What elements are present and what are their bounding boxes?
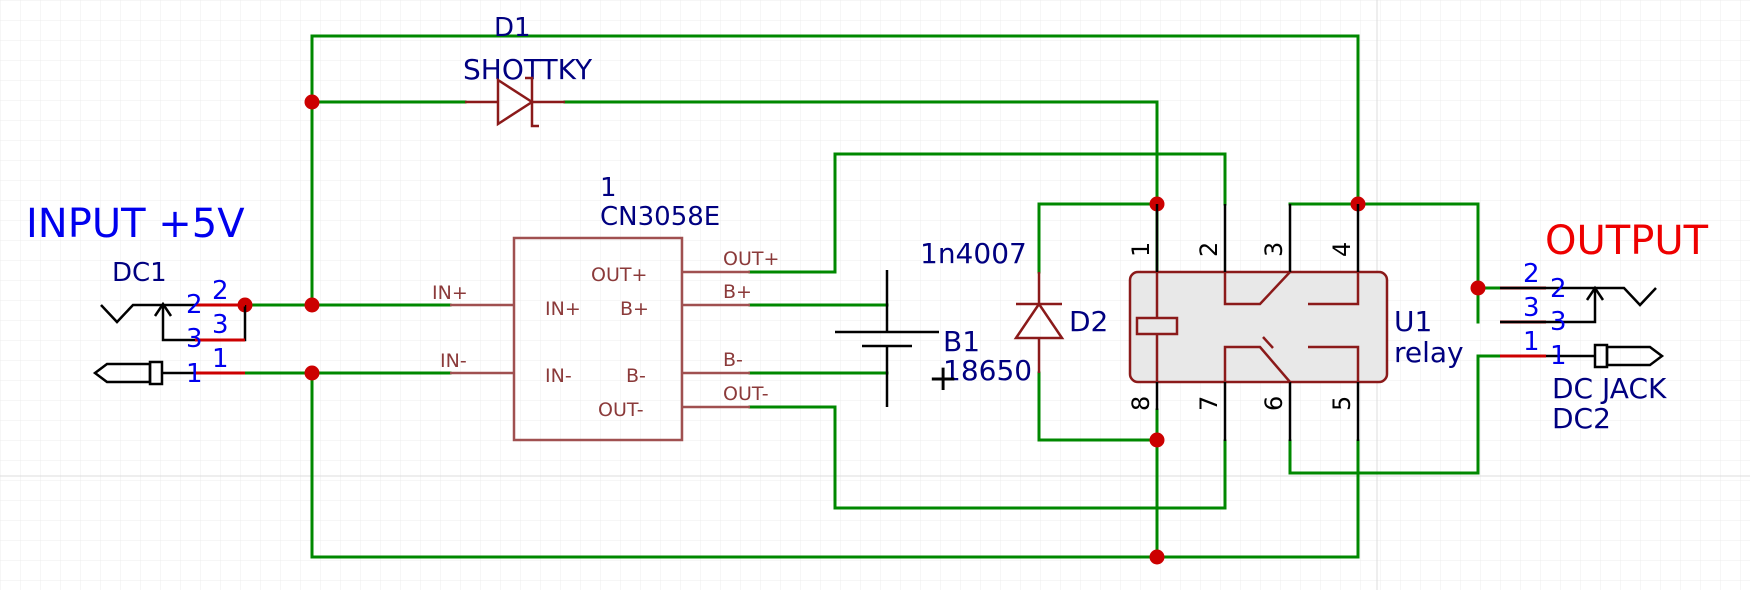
dc1-pin-2-number: 2: [186, 290, 203, 320]
charger-label-in-minus-outer: IN-: [440, 350, 467, 372]
dc2-name: DC JACK: [1552, 372, 1667, 405]
wire-out-minus[interactable]: [748, 405, 1227, 510]
relay-pin-number: 8: [1127, 396, 1155, 411]
relay-designator: U1: [1394, 305, 1432, 338]
dc2-arrow-head: [1585, 285, 1605, 301]
dc2-pin-3-number: 3: [1523, 293, 1540, 323]
d1-value: SHOTTKY: [463, 53, 593, 86]
charger-label-b-plus-inner: B+: [620, 298, 649, 320]
wire-bottom-loop[interactable]: [310, 371, 1360, 559]
dc1-pin-3-number: 3: [186, 324, 203, 354]
junction-dot[interactable]: [304, 365, 320, 381]
charger-label-out-plus-outer: OUT+: [723, 248, 779, 270]
relay-value: relay: [1394, 336, 1464, 369]
d2-designator: D2: [1069, 305, 1108, 338]
dc1-pin-3-number: 3: [212, 310, 229, 340]
cn3058e-charger-ic[interactable]: 1 CN3058E IN+ IN- IN+ IN- OUT+ B+ B- OUT…: [432, 173, 779, 442]
junctions: [237, 94, 1486, 565]
charger-body: [512, 236, 684, 442]
dc2-switch-contact: [1500, 288, 1597, 324]
input-label: INPUT +5V: [26, 201, 245, 247]
dc1-pin-1-number: 1: [186, 359, 203, 389]
junction-dot[interactable]: [304, 297, 320, 313]
wire-d2-bottom[interactable]: [1037, 371, 1159, 442]
wire-top-loop[interactable]: [310, 34, 1360, 307]
wire-relay-pin6-out[interactable]: [1288, 354, 1502, 475]
wire-d2-top[interactable]: [1037, 202, 1159, 274]
dc2-pin-1-number: 1: [1550, 341, 1567, 371]
dc2-pin-3-number: 3: [1550, 307, 1567, 337]
relay-body: [1128, 270, 1389, 384]
junction-dot[interactable]: [1149, 432, 1165, 448]
relay-pin-number: 7: [1195, 396, 1223, 411]
charger-label-in-plus-inner: IN+: [545, 298, 581, 320]
d1-triangle: [496, 77, 535, 127]
u1-relay[interactable]: 1 2 3 4 8 7 6 5 U1 relay: [1127, 204, 1464, 441]
wires: [243, 34, 1502, 559]
output-label: OUTPUT: [1545, 218, 1709, 264]
relay-switch-b-common: [1223, 345, 1291, 383]
charger-designator: 1: [600, 173, 617, 203]
dc2-barrel-plug: [1605, 345, 1665, 367]
charger-label-out-minus-inner: OUT-: [598, 399, 644, 421]
dc1-pin-1-number: 1: [212, 344, 229, 374]
junction-dot[interactable]: [1470, 280, 1486, 296]
d2-rectifier-diode[interactable]: 1n4007 D2: [920, 237, 1108, 373]
charger-label-b-minus-inner: B-: [626, 365, 646, 387]
charger-label-out-minus-outer: OUT-: [723, 383, 769, 405]
charger-label-out-plus-inner: OUT+: [591, 264, 647, 286]
d2-value: 1n4007: [920, 237, 1027, 270]
dc1-pin-2-number: 2: [212, 276, 229, 306]
relay-pin-number: 3: [1260, 242, 1288, 257]
dc2-jack[interactable]: 2 2 3 3 1 1 DC JACK DC2: [1500, 259, 1667, 435]
relay-pin-number: 1: [1127, 242, 1155, 257]
dc2-designator: DC2: [1552, 402, 1611, 435]
dc2-spring-contact: [1500, 286, 1657, 307]
relay-switch-b-nc: [1308, 345, 1360, 382]
charger-label-b-plus-outer: B+: [723, 281, 752, 303]
dc2-pin-2-number: 2: [1523, 259, 1540, 289]
relay-pin-number: 5: [1328, 396, 1356, 411]
dc1-spring-contact: [100, 303, 245, 324]
charger-label-in-minus-inner: IN-: [545, 365, 572, 387]
dc2-pin-2-number: 2: [1550, 274, 1567, 304]
d1-designator: D1: [494, 13, 531, 43]
battery-designator: B1: [943, 325, 980, 358]
junction-dot[interactable]: [1149, 549, 1165, 565]
d1-schottky-bar: [525, 76, 539, 128]
charger-value: CN3058E: [600, 202, 720, 232]
dc1-designator: DC1: [112, 258, 167, 288]
relay-pin-number: 2: [1195, 242, 1223, 257]
dc1-arrow-head: [153, 301, 173, 317]
dc1-jack[interactable]: DC1 2 2 3 3 1 1: [92, 258, 247, 389]
relay-pin-number: 4: [1328, 242, 1356, 257]
relay-switch-a-common: [1223, 271, 1291, 306]
battery-polarity-mark: +: [928, 358, 958, 399]
junction-dot[interactable]: [304, 94, 320, 110]
dc2-pin-1-number: 1: [1523, 327, 1540, 357]
charger-label-in-plus-outer: IN+: [432, 282, 468, 304]
battery-value: 18650: [943, 354, 1032, 387]
wire-relay-pin4-out[interactable]: [1288, 202, 1502, 290]
b1-battery[interactable]: B1 18650 +: [835, 270, 1032, 407]
d1-schottky-diode[interactable]: D1 SHOTTKY: [463, 13, 593, 128]
relay-switch-b-tick: [1262, 336, 1274, 349]
charger-label-b-minus-outer: B-: [723, 349, 743, 371]
wire-out-plus[interactable]: [748, 152, 1227, 274]
relay-switch-a-no: [1308, 272, 1360, 306]
relay-pin-number: 6: [1260, 396, 1288, 411]
